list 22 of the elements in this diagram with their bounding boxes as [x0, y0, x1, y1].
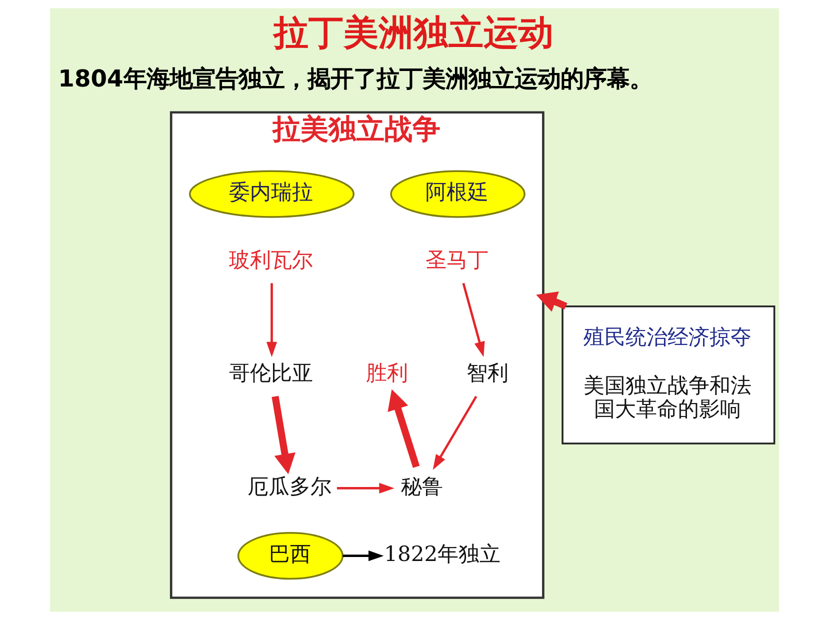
node-ellipse: 巴西 [236, 532, 344, 580]
node-ellipse: 委内瑞拉 [188, 170, 354, 218]
node-text: 智利 [466, 360, 508, 386]
arrow [462, 282, 484, 357]
node-text: 1822年独立 [384, 540, 500, 566]
node-text: 玻利瓦尔 [228, 246, 313, 272]
arrow [271, 396, 295, 474]
arrow [342, 550, 384, 562]
node-text: 胜利 [365, 360, 408, 386]
node-text: 厄瓜多尔 [247, 473, 332, 498]
node-box: 殖民统治经济掠夺 美国独立战争和法国大革命的影响 [561, 306, 775, 444]
diagram-title: 拉丁美洲独立运动 [273, 12, 553, 54]
arrow [266, 283, 277, 358]
arrow [536, 292, 567, 312]
node-ellipse: 阿根廷 [390, 170, 525, 218]
arrow [387, 389, 420, 468]
node-text: 哥伦比亚 [228, 360, 313, 386]
arrow [336, 482, 394, 494]
node-text: 秘鲁 [400, 473, 443, 498]
label: 1804年海地宣告独立，揭开了拉丁美洲独立运动的序幕。 [58, 64, 652, 93]
arrow [432, 396, 477, 470]
node-text: 圣马丁 [425, 246, 488, 272]
